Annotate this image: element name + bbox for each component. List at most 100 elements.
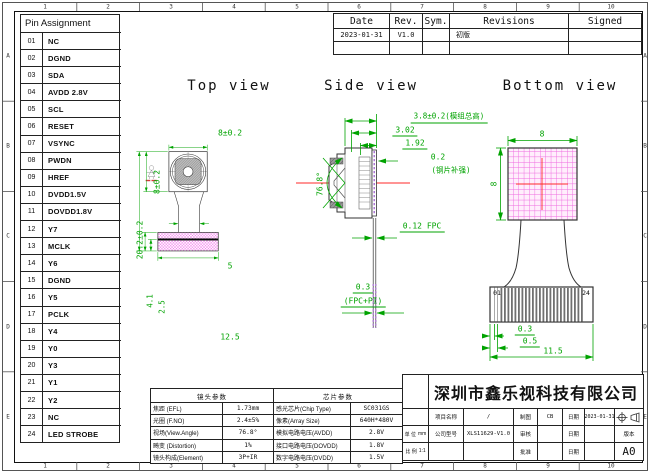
dim-side-total: 3.8±0.2(模组总高) [410,111,488,124]
lens-parameters-table: 镜头参数 焦距 (EFL) 1.73mm 光圈 (F.NO) 2.4±5% 视场… [150,388,274,464]
date-label: 日期 [562,442,584,460]
zone-row: A [6,52,10,60]
top-view-title: Top view [187,78,271,94]
unit-scale-cells: 单 位 mm 比 例 1:1 [403,408,428,460]
chip-param-value: 640H*480V [351,414,402,426]
zone-col: 10 [607,462,615,470]
pin-number: 01 [21,32,43,50]
empty-cell [463,442,513,460]
pin-number: 20 [21,356,43,374]
chip-parameters-table: 芯片参数 感光芯片(Chip Type) SC031GS 像素(Array Si… [273,388,403,464]
zone-col: 2 [106,462,110,470]
pin-number: 08 [21,151,43,169]
rev-sym [422,28,449,41]
pin-name: NC [43,408,121,425]
chip-param-label: 数字电路电压(DVDD) [274,450,351,463]
pin-number: 24 [21,425,43,443]
pin-number: 18 [21,322,43,340]
zone-col: 4 [232,3,236,10]
approved-by-value [537,442,562,460]
dim-bottom-height: 8 [489,181,499,187]
pin-name: HREF [43,168,121,186]
pin-name: Y6 [43,254,121,271]
rev-header-revisions: Revisions [449,14,568,28]
lens-table-title: 镜头参数 [197,393,227,401]
pin-name: Y3 [43,356,121,374]
zone-row: C [6,232,10,240]
dim-bottom-115: 11.5 [543,346,563,356]
pin-number: 05 [21,100,43,118]
project-name-value: / [463,408,513,425]
zone-row: E [643,413,647,421]
dim-side-angle: 76.8° [315,171,325,197]
side-view-title: Side view [324,78,418,94]
chip-param-label: 模拟电路电压(AVDD) [274,426,351,439]
zone-row: C [643,232,647,240]
rev-header-sym: Sym. [422,14,449,28]
drawn-by-label: 制图 [513,408,537,425]
zone-row: B [6,142,10,150]
zone-row: D [643,323,647,331]
dim-bottom-03: 0.3 [514,325,536,336]
checked-by-value [537,425,562,442]
dim-top-41: 4.1 [145,294,155,308]
company-name: 深圳市鑫乐视科技有限公司 [428,375,643,408]
title-block: 深圳市鑫乐视科技有限公司 单 位 mm 比 例 1:1 项目名称 / 制图 CB… [402,374,644,461]
chip-param-label: 像素(Array Size) [274,414,351,427]
pin-name: NC [43,32,121,49]
pin-name: Y7 [43,220,121,237]
sheet-size-value: A0 [614,442,643,460]
dim-bottom-05: 0.5 [519,337,541,348]
lens-param-value: 1% [223,438,273,451]
pin-number: 02 [21,49,43,67]
side-view-drawing [296,114,410,328]
version-label: 版本 [614,425,643,442]
lens-param-label: 畸变 (Distortion) [151,438,223,451]
zone-col: 2 [106,3,110,10]
dim-top-height: 8±0.2 [152,169,162,195]
zone-col: 1 [43,462,47,470]
zone-col: 9 [546,3,550,10]
lens-param-label: 视场(View.Angle) [151,426,223,439]
connector-pin-01-label: 01 [493,289,501,297]
pin-name: DOVDD1.8V [43,202,121,220]
rev-signed [568,28,641,41]
chip-param-label: 接口电路电压(DOVDD) [274,438,351,451]
bottom-view-drawing [482,136,594,361]
zone-col: 5 [295,3,299,10]
dim-side-302: 3.02 [392,126,418,137]
dim-side-03: 0.3 [352,283,374,294]
bottom-view-title: Bottom view [502,78,618,94]
rev-header-signed: Signed [568,14,641,28]
rev-signed [568,41,641,54]
mascot-logo [146,165,157,179]
zone-row: E [6,413,10,421]
rev-date: 2023-01-31 [334,28,389,41]
first-angle-projection-icon [616,411,640,423]
dim-side-fpcpi: (FPC+PI) [340,297,386,308]
dim-bottom-width: 8 [539,129,545,139]
zone-col: 3 [169,462,173,470]
rev-rev [389,41,422,54]
model-number-label: 公司型号 [428,425,463,442]
pin-number: 03 [21,66,43,84]
pin-name: DGND [43,49,121,66]
chip-param-label: 感光芯片(Chip Type) [274,402,351,415]
pin-number: 07 [21,134,43,152]
scale-cell: 比 例 1:1 [403,442,428,459]
pin-name: VSYNC [43,134,121,152]
pin-name: DGND [43,271,121,288]
zone-col: 1 [43,3,47,10]
empty-cell [428,442,463,460]
zone-row: D [6,323,10,331]
pin-name: Y2 [43,390,121,408]
dim-side-steel-label: (钢片补强) [431,165,471,175]
lens-param-value: 3P+IR [223,450,273,463]
zone-col: 3 [169,3,173,10]
pin-number: 04 [21,83,43,101]
drawn-by-value: CB [537,408,562,425]
pin-name: RESET [43,117,121,134]
chip-table-title: 芯片参数 [323,393,353,401]
